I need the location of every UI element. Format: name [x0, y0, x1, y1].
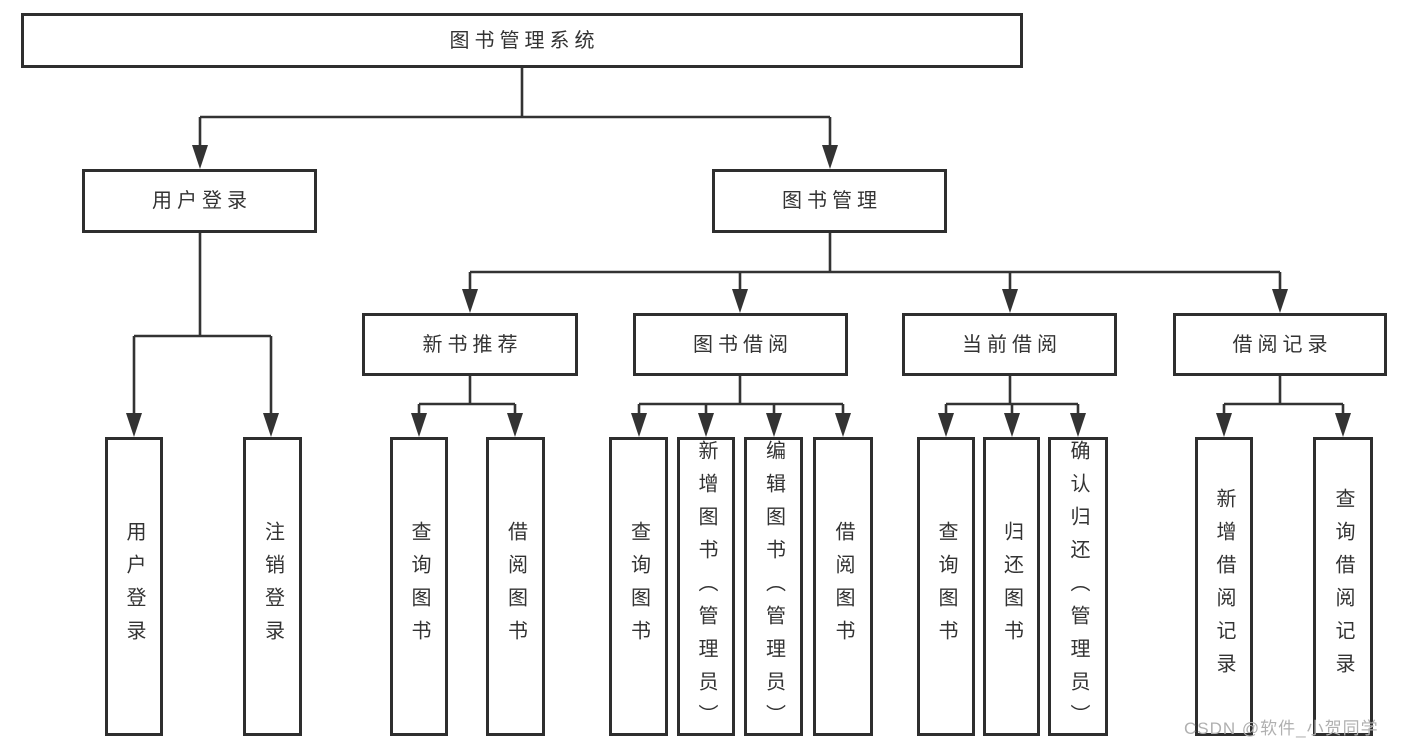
arrowhead-icon	[126, 413, 142, 437]
node-confirm-return-admin: 确认归还（管理员）	[1048, 437, 1108, 737]
arrowhead-icon	[732, 289, 748, 313]
arrowhead-icon	[192, 145, 208, 169]
node-user-login: 用户登录	[82, 169, 317, 233]
node-query-books-current: 查询图书	[917, 437, 975, 736]
node-user-login-action: 用户登录	[105, 437, 163, 736]
node-return-books: 归还图书	[983, 437, 1040, 736]
arrowhead-icon	[1216, 413, 1232, 437]
node-add-borrow-record: 新增借阅记录	[1195, 437, 1253, 736]
node-logout: 注销登录	[243, 437, 302, 736]
node-label: 查询借阅记录	[1332, 487, 1354, 686]
node-borrow-records: 借阅记录	[1173, 313, 1387, 376]
node-label: 新增借阅记录	[1213, 487, 1235, 686]
arrowhead-icon	[631, 413, 647, 437]
arrowhead-icon	[1272, 289, 1288, 313]
node-label: 图书管理	[782, 190, 882, 212]
node-label: 查询图书	[627, 520, 650, 653]
node-add-book-admin: 新增图书（管理员）	[677, 437, 735, 737]
node-label: 新书推荐	[422, 333, 523, 356]
node-book-borrow: 图书借阅	[633, 313, 848, 376]
arrowhead-icon	[507, 413, 523, 437]
node-query-books-borrow: 查询图书	[609, 437, 668, 736]
node-book-management: 图书管理	[712, 169, 947, 233]
node-label: 新增图书（管理员）	[695, 440, 717, 737]
node-label: 借阅图书	[832, 520, 854, 653]
arrowhead-icon	[822, 145, 838, 169]
node-label: 查询图书	[408, 520, 430, 653]
node-label: 查询图书	[935, 520, 957, 653]
node-label: 借阅图书	[504, 520, 527, 653]
node-label: 当前借阅	[962, 333, 1062, 356]
arrowhead-icon	[411, 413, 427, 437]
node-label: 编辑图书（管理员）	[762, 440, 785, 737]
arrowhead-icon	[462, 289, 478, 313]
node-label: 用户登录	[152, 190, 252, 212]
node-query-borrow-record: 查询借阅记录	[1313, 437, 1373, 736]
arrowhead-icon	[835, 413, 851, 437]
node-root-library-system: 图书管理系统	[21, 13, 1023, 68]
node-label: 确认归还（管理员）	[1067, 440, 1089, 737]
arrowhead-icon	[766, 413, 782, 437]
node-borrow-books: 借阅图书	[813, 437, 873, 736]
arrowhead-icon	[698, 413, 714, 437]
arrowhead-icon	[263, 413, 279, 437]
node-label: 归还图书	[1000, 520, 1023, 653]
arrowhead-icon	[1070, 413, 1086, 437]
arrowhead-icon	[1335, 413, 1351, 437]
node-label: 图书借阅	[693, 333, 793, 356]
node-label: 注销登录	[261, 520, 284, 653]
csdn-watermark: CSDN @软件_小贺同学	[1184, 719, 1379, 738]
node-query-books-recommend: 查询图书	[390, 437, 448, 736]
node-borrow-books-recommend: 借阅图书	[486, 437, 545, 736]
arrowhead-icon	[938, 413, 954, 437]
node-label: 用户登录	[123, 520, 145, 653]
arrowhead-icon	[1004, 413, 1020, 437]
node-label: 图书管理系统	[449, 29, 600, 52]
node-new-book-recommend: 新书推荐	[362, 313, 578, 376]
node-label: 借阅记录	[1232, 333, 1333, 356]
arrowhead-icon	[1002, 289, 1018, 313]
node-edit-book-admin: 编辑图书（管理员）	[744, 437, 803, 737]
node-current-borrow: 当前借阅	[902, 313, 1117, 376]
